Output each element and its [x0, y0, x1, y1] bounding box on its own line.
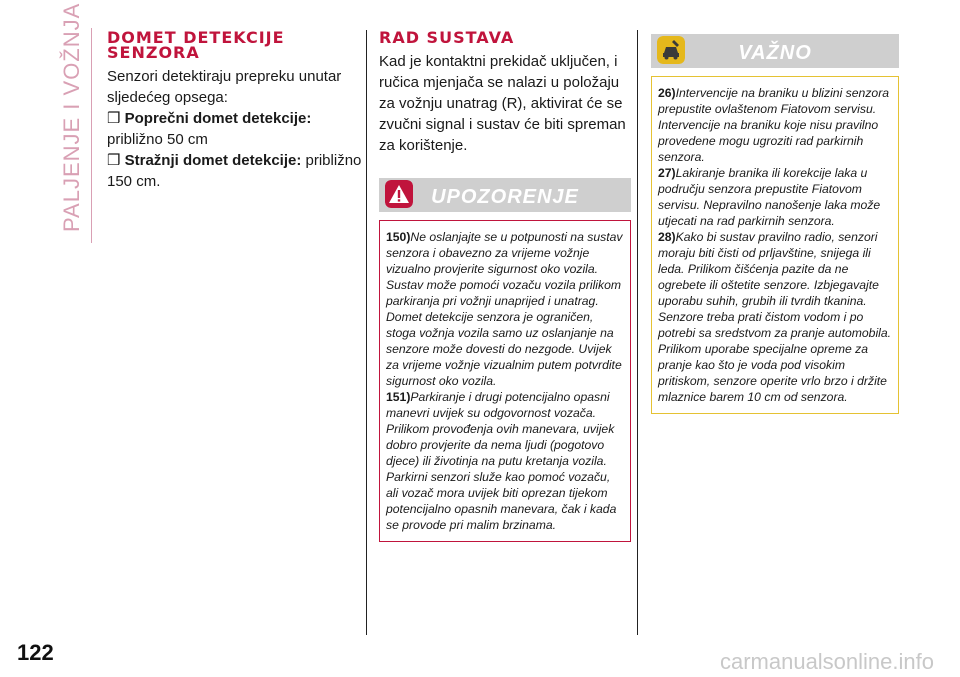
warning-note-150: 150)Ne oslanjajte se u potpunosti na sus… — [386, 229, 624, 389]
important-header: VAŽNO — [651, 34, 899, 68]
note-text: Lakiranje branika ili korekcije laka u p… — [658, 166, 881, 228]
warning-box: 150)Ne oslanjajte se u potpunosti na sus… — [379, 220, 631, 542]
note-text: Intervencije na braniku u blizini senzor… — [658, 86, 890, 164]
column-important: VAŽNO 26)Intervencije na braniku u blizi… — [651, 34, 899, 414]
warning-title: UPOZORENJE — [431, 186, 579, 208]
section-title-system-operation: RAD SUSTAVA — [379, 28, 515, 47]
important-title: VAŽNO — [738, 42, 812, 64]
section-title-detection-range: DOMET DETEKCIJE SENZORA — [107, 28, 362, 62]
bullet-icon: ❒ — [107, 110, 121, 127]
side-tab-divider — [91, 28, 92, 243]
note-text: Parkiranje i drugi potencijalno opasni m… — [386, 390, 617, 532]
item-label: Stražnji domet detekcije: — [124, 152, 302, 169]
note-number: 26) — [658, 86, 676, 100]
column-divider-right — [637, 30, 638, 635]
item-value: približno 50 cm — [107, 131, 208, 148]
side-tab-label: PALJENJE I VOŽNJA — [59, 2, 84, 232]
detection-item-rear: ❒ Stražnji domet detekcije: približno 15… — [107, 150, 362, 192]
warning-note-151: 151)Parkiranje i drugi potencijalno opas… — [386, 389, 624, 533]
important-box: 26)Intervencije na braniku u blizini sen… — [651, 76, 899, 414]
warning-header: UPOZORENJE — [379, 178, 631, 212]
note-number: 28) — [658, 230, 676, 244]
title-line-2: SENZORA — [107, 43, 200, 62]
exclamation-triangle-icon — [385, 180, 413, 208]
page-number: 122 — [17, 640, 54, 665]
item-value: približno 150 cm. — [107, 152, 362, 190]
note-number: 151) — [386, 390, 411, 404]
important-note-26: 26)Intervencije na braniku u blizini sen… — [658, 85, 892, 165]
item-label: Poprečni domet detekcije: — [124, 110, 312, 127]
note-number: 27) — [658, 166, 676, 180]
title-line-1: DOMET DETEKCIJE — [107, 28, 285, 47]
column-system-operation: RAD SUSTAVA Kad je kontaktni prekidač uk… — [379, 30, 631, 542]
operation-body: Kad je kontaktni prekidač uključen, i ru… — [379, 53, 626, 154]
section-side-tab: PALJENJE I VOŽNJA — [50, 2, 94, 243]
watermark-text: carmanualsonline.info — [719, 649, 934, 674]
column-detection-range: DOMET DETEKCIJE SENZORA Senzori detektir… — [107, 30, 362, 192]
note-text: Ne oslanjajte se u potpunosti na sustav … — [386, 230, 623, 388]
important-note-28: 28)Kako bi sustav pravilno radio, senzor… — [658, 229, 892, 405]
detection-intro: Senzori detektiraju prepreku unutar slje… — [107, 68, 342, 106]
bullet-icon: ❒ — [107, 152, 121, 169]
detection-item-lateral: ❒ Poprečni domet detekcije: približno 50… — [107, 108, 362, 150]
car-tool-icon — [657, 36, 685, 64]
note-number: 150) — [386, 230, 411, 244]
important-note-27: 27)Lakiranje branika ili korekcije laka … — [658, 165, 892, 229]
column-divider-left — [366, 30, 367, 635]
note-text: Kako bi sustav pravilno radio, senzori m… — [658, 230, 892, 404]
